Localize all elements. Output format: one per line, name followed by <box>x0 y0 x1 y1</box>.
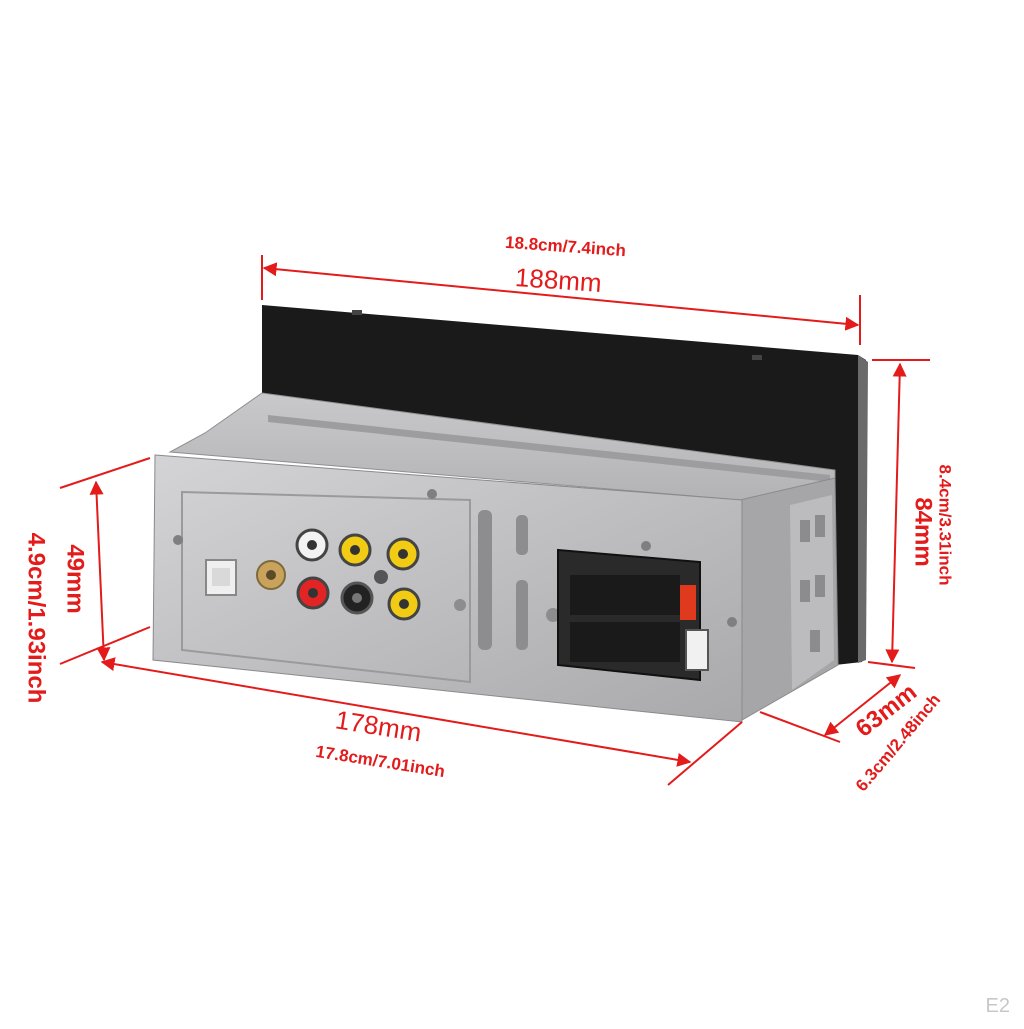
depth-height-inch-label: 4.9cm/1.93inch <box>22 532 50 704</box>
iso-connector <box>557 548 709 682</box>
dimension-lines <box>59 255 930 786</box>
chassis-side <box>739 477 839 721</box>
rca-jacks <box>295 528 421 621</box>
top-width-mm-label: 188mm <box>514 262 603 298</box>
watermark: E2 <box>985 995 1010 1017</box>
vent-slots <box>454 510 560 650</box>
dsub-port <box>205 559 237 596</box>
mic-jack <box>256 560 286 590</box>
height-mm-label: 84mm <box>909 497 937 567</box>
height-inch-label: 8.4cm/3.31inch <box>935 464 955 586</box>
depth-height-mm-label: 49mm <box>61 544 89 614</box>
